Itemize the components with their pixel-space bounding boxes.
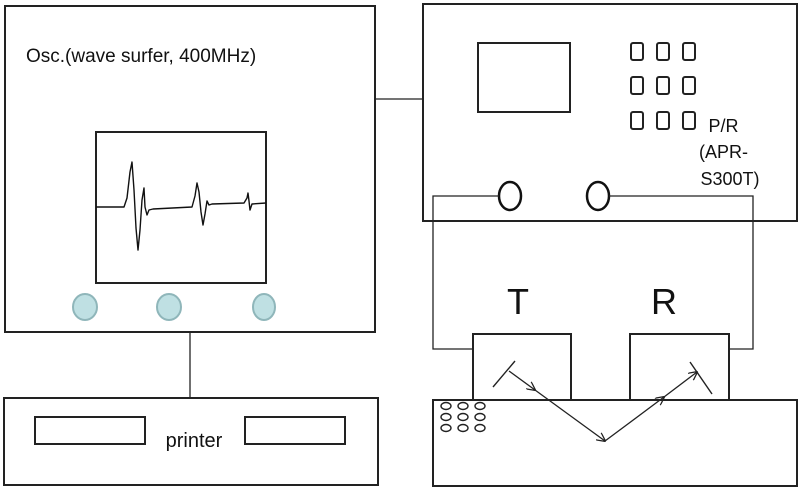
pr-connector-right[interactable] — [585, 180, 611, 212]
knob-right[interactable] — [252, 293, 276, 321]
pr-label: P/R (APR- S300T) — [699, 116, 760, 189]
oscilloscope: Osc.(wave surfer, 400MHz) — [4, 5, 376, 333]
receiver-element — [689, 361, 713, 395]
pr-button[interactable] — [656, 42, 670, 61]
wave-arrow-4 — [663, 372, 697, 398]
pr-button[interactable] — [682, 76, 696, 95]
hole — [457, 423, 469, 433]
pr-label-line-2: (APR- — [699, 142, 748, 162]
wave-arrow-2 — [534, 389, 605, 441]
pr-button-grid — [630, 42, 696, 130]
wave-path — [508, 370, 697, 442]
printer-body — [3, 397, 379, 486]
receiver-transducer — [629, 333, 730, 401]
hole — [440, 401, 452, 411]
receiver-label: R — [651, 281, 677, 322]
pr-button[interactable] — [630, 42, 644, 61]
hole — [457, 412, 469, 422]
oscilloscope-label: Osc.(wave surfer, 400MHz) — [26, 46, 256, 67]
pr-connector-left[interactable] — [497, 180, 523, 212]
printer-paper-slot-left — [34, 416, 146, 445]
printer-paper-slot-right — [244, 416, 346, 445]
transmitter-transducer — [472, 333, 572, 401]
wave-arrow-3 — [604, 397, 664, 442]
wave-arrow-1 — [508, 370, 535, 390]
pr-button[interactable] — [656, 111, 670, 130]
hole — [474, 412, 486, 422]
specimen-block — [432, 399, 798, 487]
specimen-body — [432, 399, 798, 487]
knob-left[interactable] — [72, 293, 98, 321]
hole — [440, 412, 452, 422]
cable-pr-to-receiver — [609, 195, 754, 350]
transmitter-label: T — [507, 281, 529, 322]
pr-button[interactable] — [630, 76, 644, 95]
pulser-receiver: P/R (APR- S300T) — [422, 3, 798, 222]
specimen-holes — [440, 401, 486, 433]
pr-body — [422, 3, 798, 222]
hole — [457, 401, 469, 411]
pr-display — [477, 42, 571, 113]
pr-label-line-1: P/R — [708, 116, 738, 136]
hole — [474, 401, 486, 411]
pr-button[interactable] — [630, 111, 644, 130]
pr-button[interactable] — [682, 42, 696, 61]
printer-label: printer — [166, 430, 223, 452]
hole — [440, 423, 452, 433]
printer: printer — [3, 397, 379, 486]
knob-center[interactable] — [156, 293, 182, 321]
pr-label-line-3: S300T) — [700, 169, 759, 189]
cable-pr-to-transmitter — [432, 195, 499, 350]
transmitter-element — [492, 360, 516, 388]
pr-button[interactable] — [682, 111, 696, 130]
waveform-trace — [96, 161, 267, 251]
pr-button[interactable] — [656, 76, 670, 95]
hole — [474, 423, 486, 433]
